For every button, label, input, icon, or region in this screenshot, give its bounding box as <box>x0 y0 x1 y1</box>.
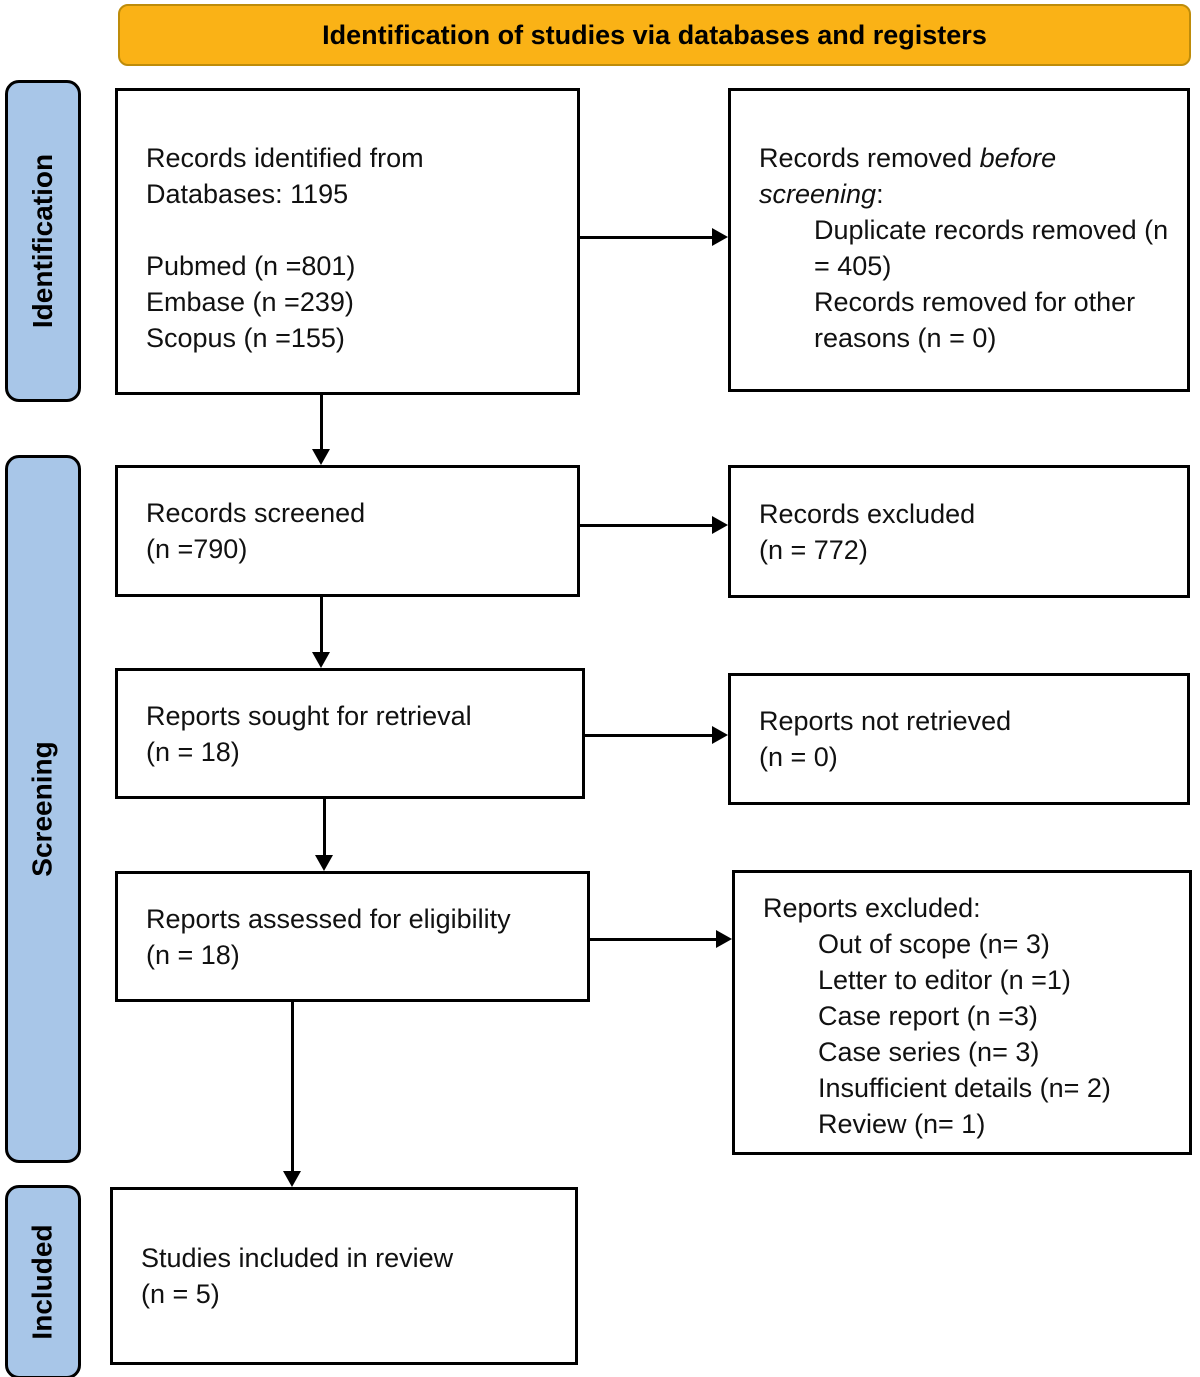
arrow-head-right-icon <box>712 726 728 744</box>
records-screened-line2: (n =790) <box>146 534 248 564</box>
arrow-line <box>320 597 323 654</box>
arrow-line <box>323 799 326 857</box>
arrow-head-down-icon <box>312 652 330 668</box>
records-removed-title: Records removed before screening: <box>759 140 1104 212</box>
stage-label-included: Included <box>5 1185 81 1377</box>
box-reports-assessed: Reports assessed for eligibility (n = 18… <box>115 871 590 1002</box>
reports-assessed-line1: Reports assessed for eligibility <box>146 903 511 934</box>
arrow-line <box>291 1002 294 1173</box>
reports-not-retrieved-line2: (n = 0) <box>759 742 838 772</box>
box-reports-sought: Reports sought for retrieval (n = 18) <box>115 668 585 799</box>
box-records-excluded: Records excluded (n = 772) <box>728 465 1190 598</box>
source-embase: Embase (n =239) <box>146 287 354 317</box>
reports-sought-line2: (n = 18) <box>146 736 240 767</box>
arrow-line <box>580 236 714 239</box>
studies-included-line1: Studies included in review <box>141 1243 454 1273</box>
records-identified-line2: Databases: 1195 <box>146 179 349 209</box>
source-pubmed: Pubmed (n =801) <box>146 251 356 281</box>
records-removed-italic: before screening <box>759 143 1057 209</box>
arrow-head-down-icon <box>312 449 330 465</box>
stage-label-screening-text: Screening <box>27 741 59 877</box>
reports-excluded-item-case-report: Case report (n =3) <box>818 1001 1038 1031</box>
arrow-head-right-icon <box>712 516 728 534</box>
arrow-identified-to-screened <box>312 395 330 465</box>
box-records-removed: Records removed before screening: Duplic… <box>728 88 1190 392</box>
reports-excluded-item-out-of-scope: Out of scope (n= 3) <box>818 929 1050 959</box>
arrow-line <box>580 524 714 527</box>
arrow-line <box>585 734 714 737</box>
blank-line <box>146 212 559 248</box>
records-excluded-line2: (n = 772) <box>759 534 868 565</box>
box-records-screened: Records screened (n =790) <box>115 465 580 597</box>
arrow-line <box>590 938 718 941</box>
reports-excluded-item-case-series: Case series (n= 3) <box>818 1037 1040 1067</box>
reports-sought-line1: Reports sought for retrieval <box>146 700 472 731</box>
banner-identification-via-databases: Identification of studies via databases … <box>118 4 1191 66</box>
reports-excluded-title: Reports excluded: <box>763 893 981 923</box>
reports-excluded-item-insufficient: Insufficient details (n= 2) <box>818 1073 1111 1103</box>
stage-label-included-text: Included <box>27 1224 58 1340</box>
records-removed-item-duplicates: Duplicate records removed (n = 405) <box>814 215 1169 281</box>
arrow-identified-to-removed <box>580 228 728 246</box>
arrow-screened-to-sought <box>312 597 330 668</box>
records-identified-line1: Records identified from <box>146 143 424 173</box>
arrow-sought-to-assessed <box>315 799 333 871</box>
box-studies-included: Studies included in review (n = 5) <box>110 1187 578 1365</box>
arrow-sought-to-not-retrieved <box>585 726 728 744</box>
box-reports-excluded: Reports excluded: Out of scope (n= 3) Le… <box>732 870 1192 1155</box>
records-excluded-line1: Records excluded <box>759 498 976 529</box>
reports-assessed-line2: (n = 18) <box>146 939 240 970</box>
studies-included-line2: (n = 5) <box>141 1279 220 1309</box>
arrow-head-down-icon <box>283 1171 301 1187</box>
box-records-identified: Records identified from Databases: 1195 … <box>115 88 580 395</box>
stage-label-identification: Identification <box>5 80 81 402</box>
reports-not-retrieved-line1: Reports not retrieved <box>759 706 1012 736</box>
records-removed-item-other: Records removed for other reasons (n = 0… <box>814 287 1136 353</box>
records-removed-prefix: Records removed <box>759 143 980 173</box>
arrow-assessed-to-reports-excluded <box>590 930 732 948</box>
banner-title: Identification of studies via databases … <box>322 19 987 50</box>
arrow-screened-to-excluded <box>580 516 728 534</box>
source-scopus: Scopus (n =155) <box>146 323 345 353</box>
arrow-head-right-icon <box>716 930 732 948</box>
reports-excluded-item-review: Review (n= 1) <box>818 1109 986 1139</box>
box-reports-not-retrieved: Reports not retrieved (n = 0) <box>728 673 1190 805</box>
stage-label-identification-text: Identification <box>27 153 59 329</box>
records-removed-suffix: : <box>876 179 884 209</box>
arrow-assessed-to-included <box>283 1002 301 1187</box>
arrow-line <box>320 395 323 451</box>
records-screened-line1: Records screened <box>146 498 366 528</box>
stage-label-screening: Screening <box>5 455 81 1163</box>
arrow-head-right-icon <box>712 228 728 246</box>
arrow-head-down-icon <box>315 855 333 871</box>
reports-excluded-item-letter: Letter to editor (n =1) <box>818 965 1071 995</box>
